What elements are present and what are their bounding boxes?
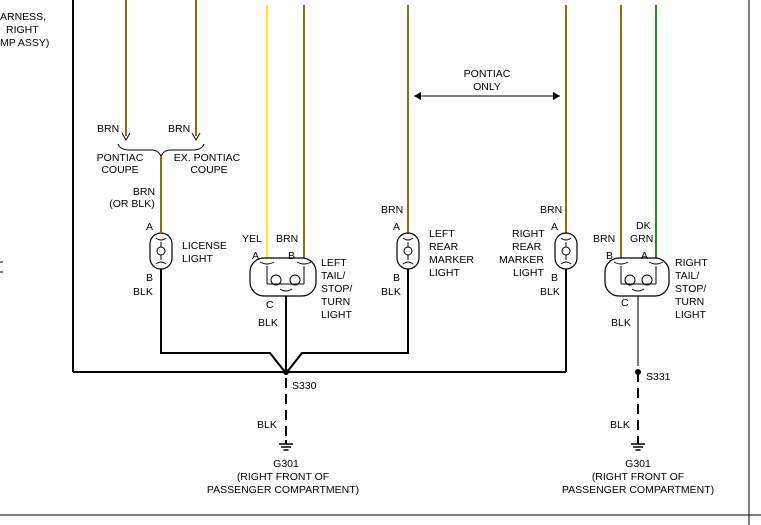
right-marker-label-line3: MARKER [499,254,544,266]
left-tail-ground-wire-label: BLK [258,317,278,329]
right-tail-label-line1: RIGHT [675,257,708,269]
right-marker-pin-b: B [551,272,558,284]
right-tail-pin-b: B [606,250,613,262]
ground-left-location-line1: (RIGHT FRONT OF [237,471,329,483]
left-tail-light-bulb [249,257,317,297]
left-marker-ground-wire [286,278,409,373]
right-tail-wire-b-label: BRN [593,233,615,245]
pontiac-only-line2: ONLY [473,81,501,93]
right-tail-label-line2: TAIL/ [675,270,699,282]
license-light-label-line2: LIGHT [182,253,214,265]
left-tail-label-line3: STOP/ [321,283,352,295]
license-ground-wire [160,277,286,373]
left-marker-light-bulb [396,232,420,270]
left-tail-label-line5: LIGHT [321,309,353,321]
harness-note-line2: RIGHT [6,24,39,36]
right-tail-ground-wire-label: BLK [611,317,631,329]
license-pin-b: B [146,272,153,284]
brn-right-label: BRN [168,123,190,135]
pontiac-only-arrowhead-left [414,92,421,100]
license-pin-a: A [146,221,153,233]
license-ground-wire-label: BLK [133,286,153,298]
left-tail-label-line4: TURN [321,296,350,308]
ground-right-location-line2: PASSENGER COMPARTMENT) [562,484,714,496]
right-tail-wire-a-label-line1: DK [636,220,651,232]
ground-left-name: G301 [273,458,299,470]
left-marker-label-line1: LEFT [429,228,455,240]
harness-note-line1: ARNESS, [0,11,46,23]
ground-right-location-line1: (RIGHT FRONT OF [592,471,684,483]
right-tail-label-line5: LIGHT [675,309,707,321]
pontiac-only-line1: PONTIAC [464,68,511,80]
ex-pontiac-coupe-line2: COUPE [190,164,227,176]
license-feed-arrow [121,132,131,142]
left-marker-pin-b: B [393,272,400,284]
left-tail-label-line2: TAIL/ [321,270,345,282]
left-marker-label-line4: LIGHT [429,267,461,279]
right-marker-wire-label: BRN [540,204,562,216]
splice-s331-label: S331 [646,371,671,383]
left-tail-pin-c: C [266,299,274,311]
left-marker-label-line3: MARKER [429,254,474,266]
right-marker-pin-a: A [551,221,558,233]
brn-or-blk-line2: (OR BLK) [109,198,155,210]
left-tail-wire-a-label: YEL [242,233,262,245]
left-marker-wire-label: BRN [381,204,403,216]
ground-left-wire-label: BLK [257,419,277,431]
left-tail-pin-b: B [288,250,295,262]
pontiac-only-arrowhead-right [553,92,560,100]
license-light-bulb [149,232,173,270]
right-marker-ground-wire-label: BLK [540,286,560,298]
splice-s330-label: S330 [292,380,317,392]
ground-left-location-line2: PASSENGER COMPARTMENT) [207,484,359,496]
brn-or-blk-line1: BRN [133,186,155,198]
harness-note-line3: MP ASSY) [0,37,49,49]
right-tail-pin-a: A [641,250,648,262]
left-tail-wire-b-label: BRN [276,233,298,245]
license-light-label-line1: LICENSE [182,240,227,252]
right-marker-label-line1: RIGHT [512,228,545,240]
ground-right-name: G301 [625,458,651,470]
right-tail-label-line4: TURN [675,296,704,308]
left-tail-pin-a: A [252,250,259,262]
pontiac-coupe-line1: PONTIAC [97,152,144,164]
right-tail-light-bulb [604,257,670,297]
ground-symbol [279,440,293,451]
license-feed-arrow [191,132,201,142]
left-marker-label-line2: REAR [429,241,459,253]
ground-symbol [631,440,645,451]
brn-left-label: BRN [97,123,119,135]
right-tail-label-line3: STOP/ [675,283,706,295]
right-marker-label-line2: REAR [512,241,542,253]
ground-right-wire-label: BLK [610,419,630,431]
left-marker-pin-a: A [393,221,400,233]
right-tail-pin-c: C [621,297,629,309]
left-marker-ground-wire-label: BLK [381,286,401,298]
right-marker-light-bulb [554,232,578,270]
splice-s331 [635,369,641,375]
splice-s330 [283,369,289,375]
ex-pontiac-coupe-line1: EX. PONTIAC [174,152,241,164]
left-tail-label-line1: LEFT [321,257,347,269]
pontiac-coupe-line2: COUPE [101,164,138,176]
right-marker-label-line4: LIGHT [513,267,545,279]
right-tail-wire-a-label-line2: GRN [630,233,653,245]
